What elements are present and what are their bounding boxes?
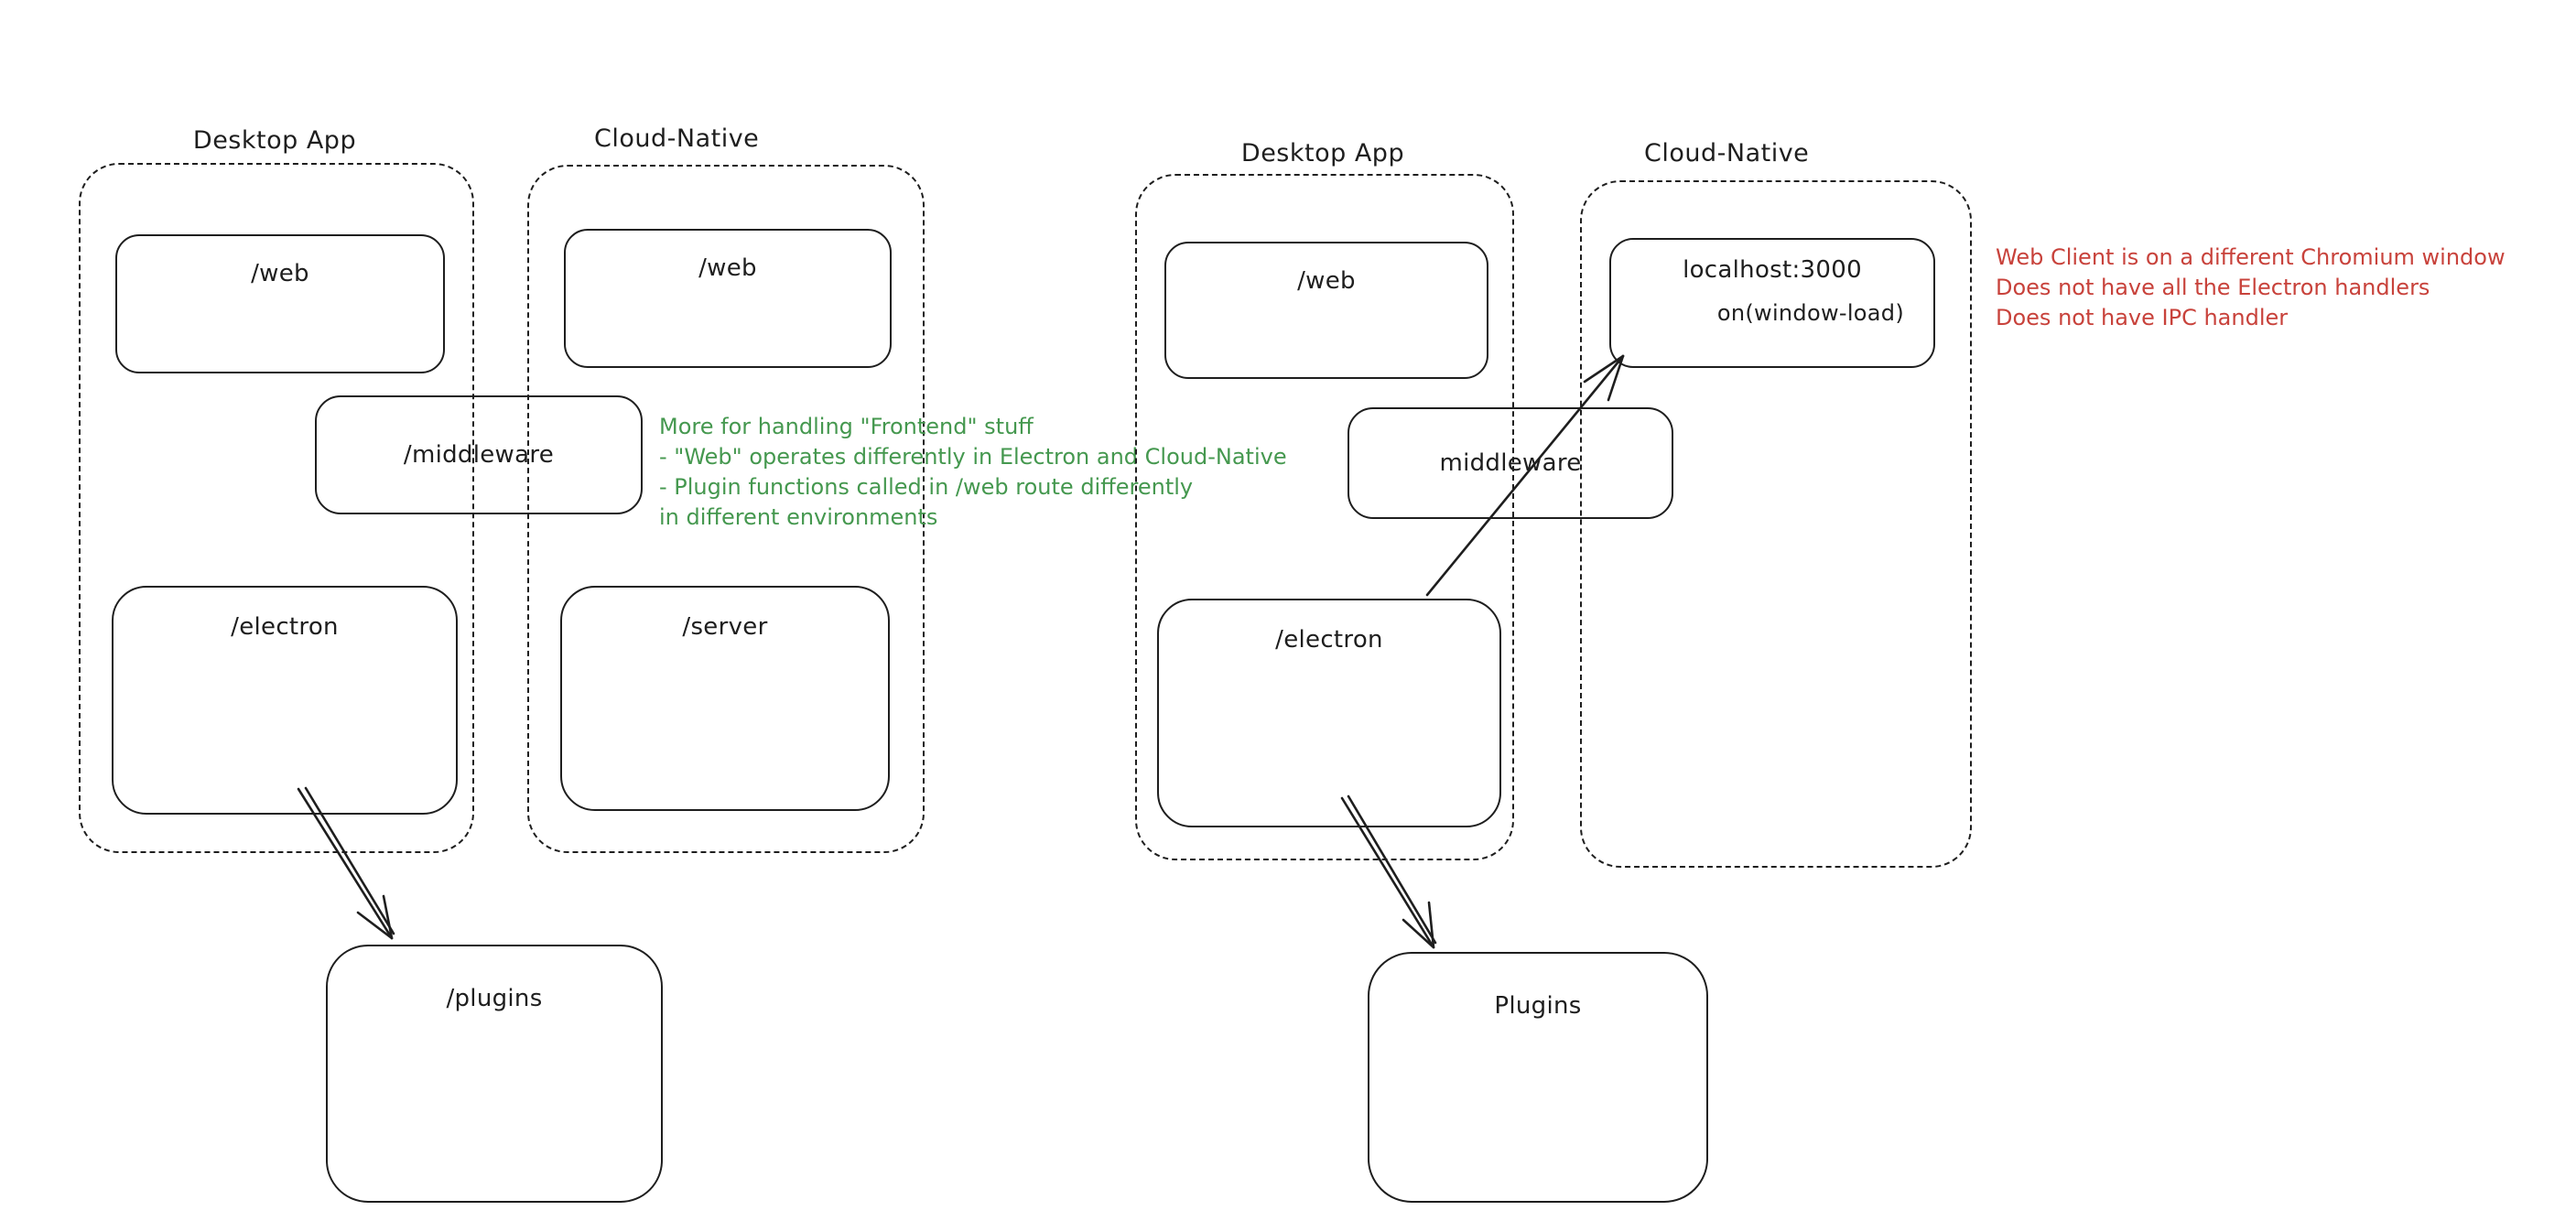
left-green-note-line: in different environments [659,504,938,530]
left-cloud-native-label: Cloud-Native [594,124,760,153]
right-red-note: Web Client is on a different Chromium wi… [1996,243,2506,333]
right-electron-label: /electron [1275,626,1383,654]
right-desktop-app-label: Desktop App [1240,139,1405,168]
left-plugins-label: /plugins [446,985,543,1012]
left-electron-label: /electron [231,613,339,641]
left-plugins-box: /plugins [326,945,663,1203]
left-desktop-web-box: /web [115,234,445,373]
right-middleware-label: middleware [1439,449,1582,477]
left-desktop-app-container [79,163,474,853]
right-cloud-native-label: Cloud-Native [1644,139,1810,168]
right-desktop-web-box: /web [1164,242,1488,379]
left-green-note-line: More for handling "Frontend" stuff [659,414,1034,439]
left-green-note: More for handling "Frontend" stuff - "We… [659,412,1287,533]
left-electron-box: /electron [112,586,458,815]
right-red-note-line: Does not have all the Electron handlers [1996,275,2430,300]
left-server-box: /server [560,586,890,811]
left-cloud-web-box: /web [564,229,892,368]
left-desktop-web-label: /web [251,260,309,287]
right-plugins-box: Plugins [1368,952,1708,1203]
left-cloud-web-label: /web [698,254,757,282]
left-server-label: /server [682,613,768,641]
right-red-note-line: Web Client is on a different Chromium wi… [1996,244,2506,270]
right-window-load-label: on(window-load) [1716,300,1904,326]
right-plugins-label: Plugins [1494,992,1582,1020]
right-red-note-line: Does not have IPC handler [1996,305,2289,330]
right-electron-box: /electron [1157,599,1501,827]
right-localhost-label: localhost:3000 [1683,256,1862,284]
right-desktop-web-label: /web [1297,267,1356,295]
left-middleware-label: /middleware [403,441,555,469]
left-middleware-box: /middleware [315,395,643,514]
left-desktop-app-label: Desktop App [192,126,357,155]
left-green-note-line: - "Web" operates differently in Electron… [659,444,1287,470]
left-green-note-line: - Plugin functions called in /web route … [659,474,1194,500]
right-localhost-box: localhost:3000 on(window-load) [1609,238,1935,368]
left-cloud-native-container [527,165,925,853]
right-middleware-box: middleware [1348,407,1673,519]
